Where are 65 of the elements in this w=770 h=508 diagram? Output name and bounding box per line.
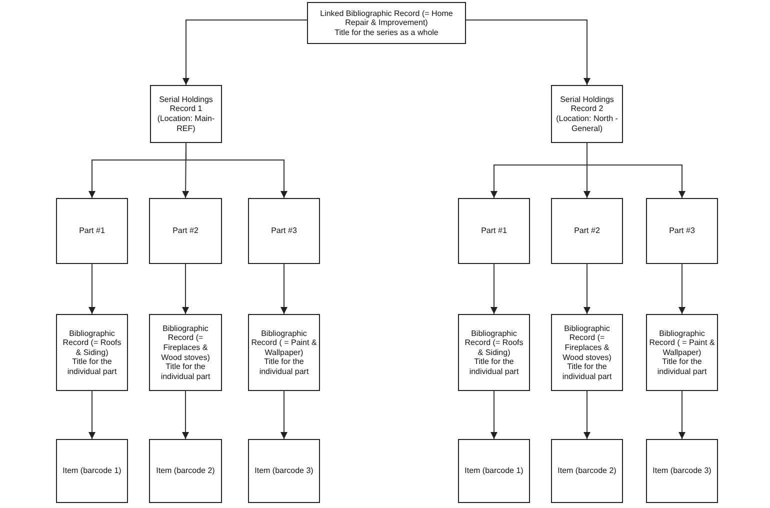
arrow [182,264,189,314]
record-text: Item (barcode 2) [558,466,616,476]
arrow [182,390,189,440]
record-text: Item (barcode 2) [156,466,215,476]
record-text: Part #2 [172,226,198,236]
arrow [678,390,686,440]
record-text: Serial Holdings Record 1 (Location: Main-REF) [156,94,216,134]
arrow [490,390,498,440]
record-box [149,439,222,503]
record-text: Title for the individual part [561,362,613,382]
arrow [88,390,96,440]
record-text: Title for the individual part [66,357,118,376]
record-box [149,198,222,264]
record-text: Item (barcode 3) [254,466,314,476]
record-box [149,314,222,391]
record-box [551,439,623,503]
arrow [466,20,590,86]
record-text: Title for the series as a whole [334,28,438,38]
record-text: Title for the individual part [656,357,708,376]
record-text: Part #3 [271,226,297,236]
record-box [551,314,623,391]
record-text: Part #3 [669,226,695,236]
record-text: Item (barcode 1) [62,466,122,476]
record-box [248,314,320,391]
arrow [280,390,288,440]
record-box [646,439,718,503]
record-box [56,198,128,264]
record-box [248,198,320,264]
record-box [458,198,530,264]
record-text: Bibliographic Record (= Roofs & Siding) [464,328,524,358]
record-box [458,314,530,391]
arrow [584,264,590,314]
record-text: Part #1 [481,226,507,236]
arrow [678,264,686,314]
arrow [586,142,686,198]
record-text: Bibliographic Record ( = Paint & Wallpaper) [251,328,317,358]
record-box [551,198,623,264]
record-text: Item (barcode 3) [652,466,712,476]
record-box [307,2,466,44]
record-text: Title for the individual part [258,357,310,376]
record-box [551,85,623,143]
record-box [150,85,222,143]
arrow [186,142,288,198]
record-text: Bibliographic Record (= Fireplaces & Wood stoves) [160,324,211,362]
record-box [56,314,128,391]
record-box [458,439,530,503]
arrow [490,264,498,314]
arrow [182,20,308,86]
record-text: Linked Bibliographic Record (= Home Repair & Improvement) [319,8,454,28]
record-text: Serial Holdings Record 2 (Location: North - General) [555,94,619,134]
record-text: Part #2 [574,226,600,236]
record-box [248,439,320,503]
record-text: Bibliographic Record (= Fireplaces & Wood stoves) [562,324,612,362]
record-box [646,198,718,264]
arrow [280,264,288,314]
record-text: Title for the individual part [160,362,212,382]
arrow [88,264,96,314]
record-text: Part #1 [79,226,105,236]
record-text: Item (barcode 1) [464,466,524,476]
record-text: Bibliographic Record ( = Paint & Wallpaper) [649,328,715,358]
record-text: Bibliographic Record (= Roofs & Siding) [62,328,122,358]
record-box [56,439,128,503]
record-text: Title for the individual part [468,357,520,376]
arrow [584,390,590,440]
record-box [646,314,718,391]
